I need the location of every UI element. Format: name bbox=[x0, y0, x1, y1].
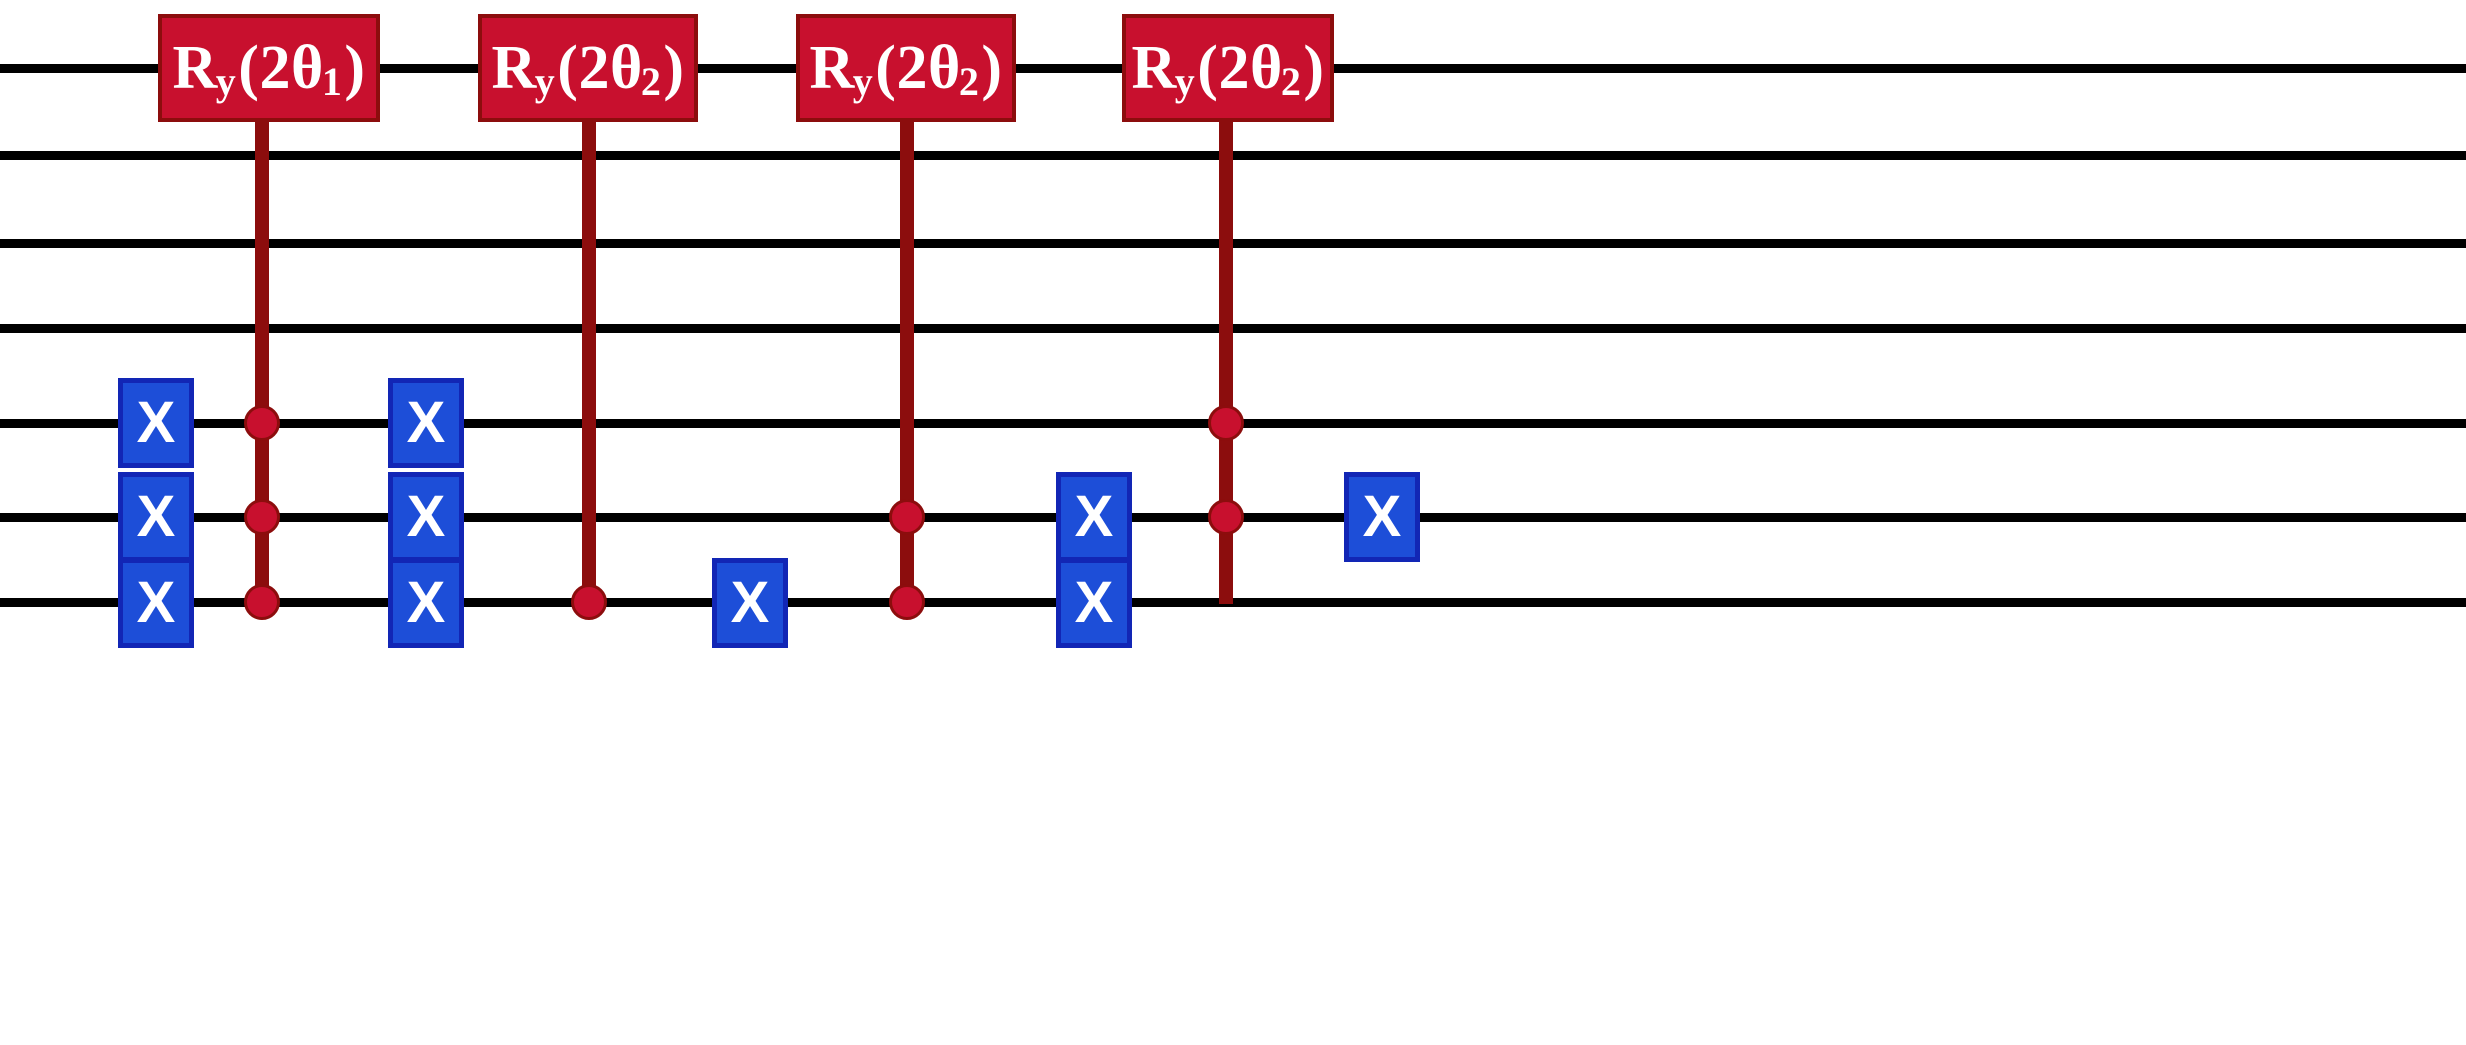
control-dot-4-q6[interactable] bbox=[1208, 499, 1244, 535]
qubit-wire-3 bbox=[0, 239, 2466, 248]
control-line-1 bbox=[255, 120, 269, 604]
control-dot-3-q6[interactable] bbox=[889, 499, 925, 535]
x-gate-c1-q6[interactable]: X bbox=[118, 472, 194, 562]
rotation-axis-subscript: y bbox=[534, 59, 556, 104]
control-dot-2-q7[interactable] bbox=[571, 584, 607, 620]
rotation-axis-subscript: y bbox=[852, 59, 874, 104]
rotation-angle-suffix: ) bbox=[663, 34, 685, 102]
x-gate-c2-q5[interactable]: X bbox=[388, 378, 464, 468]
x-gate-label: X bbox=[1362, 484, 1402, 549]
rotation-axis-subscript: y bbox=[215, 59, 237, 104]
x-gate-c1-q7[interactable]: X bbox=[118, 558, 194, 648]
x-gate-c2-q6[interactable]: X bbox=[388, 472, 464, 562]
x-gate-label: X bbox=[1074, 570, 1114, 635]
x-gate-label: X bbox=[406, 484, 446, 549]
x-gate-c5-q6[interactable]: X bbox=[1344, 472, 1420, 562]
rotation-axis-subscript: y bbox=[1174, 59, 1196, 104]
qubit-wire-2 bbox=[0, 151, 2466, 160]
rotation-angle-subscript: 2 bbox=[1280, 59, 1302, 104]
control-line-3 bbox=[900, 120, 914, 604]
x-gate-c4-q6[interactable]: X bbox=[1056, 472, 1132, 562]
rotation-angle-subscript: 1 bbox=[321, 59, 343, 104]
control-dot-4-q5[interactable] bbox=[1208, 405, 1244, 441]
x-gate-label: X bbox=[406, 390, 446, 455]
qubit-wire-7 bbox=[0, 598, 2466, 607]
x-gate-label: X bbox=[730, 570, 770, 635]
rotation-angle-suffix: ) bbox=[1303, 34, 1325, 102]
rotation-angle-prefix: (2θ bbox=[875, 34, 961, 102]
control-dot-3-q7[interactable] bbox=[889, 584, 925, 620]
x-gate-c1-q5[interactable]: X bbox=[118, 378, 194, 468]
x-gate-c3-q7[interactable]: X bbox=[712, 558, 788, 648]
rotation-angle-prefix: (2θ bbox=[557, 34, 643, 102]
control-line-4 bbox=[1219, 120, 1233, 604]
rotation-angle-suffix: ) bbox=[344, 34, 366, 102]
control-dot-1-q5[interactable] bbox=[244, 405, 280, 441]
x-gate-label: X bbox=[136, 390, 176, 455]
rotation-angle-prefix: (2θ bbox=[238, 34, 324, 102]
x-gate-c4-q7[interactable]: X bbox=[1056, 558, 1132, 648]
rotation-angle-suffix: ) bbox=[981, 34, 1003, 102]
rotation-symbol: R bbox=[809, 34, 855, 102]
rotation-angle-subscript: 2 bbox=[640, 59, 662, 104]
rotation-angle-prefix: (2θ bbox=[1197, 34, 1283, 102]
control-dot-1-q6[interactable] bbox=[244, 499, 280, 535]
x-gate-label: X bbox=[406, 570, 446, 635]
x-gate-label: X bbox=[136, 570, 176, 635]
x-gate-label: X bbox=[136, 484, 176, 549]
control-line-2 bbox=[582, 120, 596, 604]
rotation-angle-subscript: 2 bbox=[958, 59, 980, 104]
rotation-symbol: R bbox=[172, 34, 218, 102]
rotation-symbol: R bbox=[491, 34, 537, 102]
qubit-wire-4 bbox=[0, 324, 2466, 333]
rotation-symbol: R bbox=[1131, 34, 1177, 102]
control-dot-1-q7[interactable] bbox=[244, 584, 280, 620]
x-gate-c2-q7[interactable]: X bbox=[388, 558, 464, 648]
x-gate-label: X bbox=[1074, 484, 1114, 549]
